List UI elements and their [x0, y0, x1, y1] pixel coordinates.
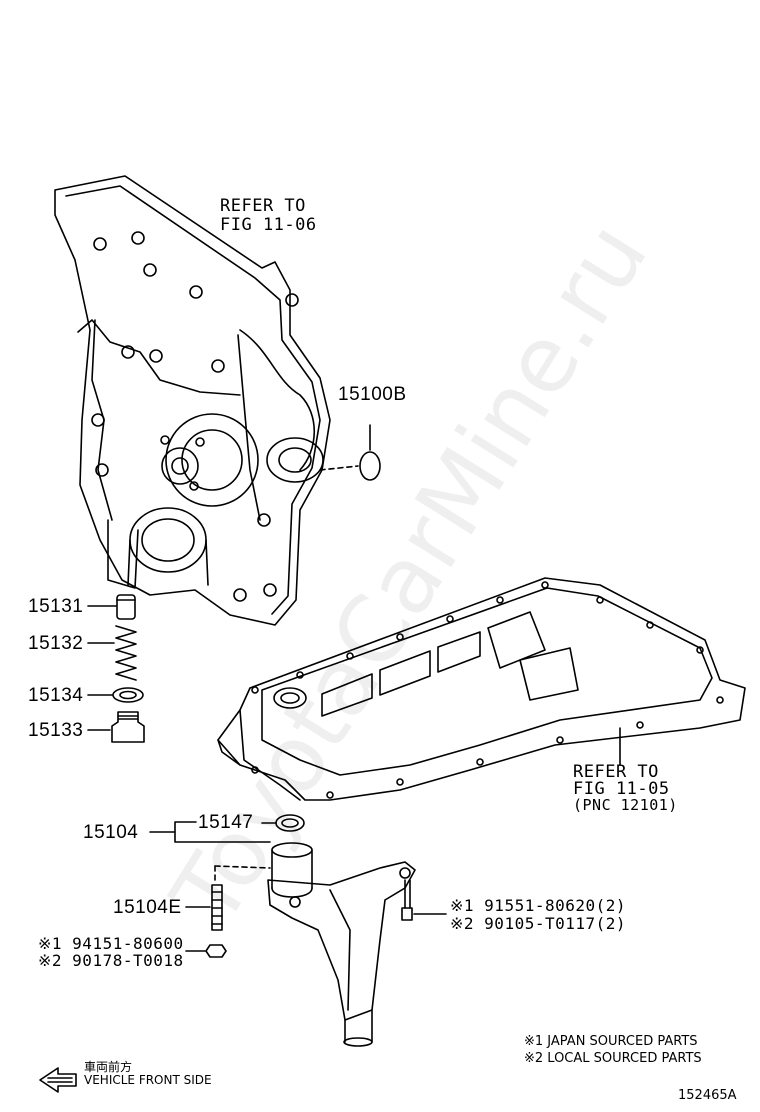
- part-label-15132: 15132: [28, 633, 84, 654]
- vehicle-front-jp: 車両前方: [84, 1060, 133, 1074]
- nut-code-2: ※2 90178-T0018: [38, 951, 184, 970]
- front-arrow: [39, 1067, 77, 1093]
- vehicle-front-en: VEHICLE FRONT SIDE: [84, 1073, 212, 1087]
- oil-strainer-drawing: [149, 814, 447, 1047]
- o-ring-15100B: [359, 451, 381, 481]
- part-label-15104E: 15104E: [113, 897, 182, 918]
- nut-code-1: ※1 94151-80600: [38, 934, 184, 953]
- part-label-15131: 15131: [28, 596, 84, 617]
- refer-right-line1: REFER TO: [573, 762, 659, 782]
- bolt-code-1: ※1 91551-80620(2): [450, 896, 627, 915]
- relief-valve-parts: [87, 594, 145, 743]
- refer-top-line1: REFER TO: [220, 196, 306, 216]
- refer-right-line2: FIG 11-05: [573, 779, 670, 799]
- oil-pan-drawing: [217, 577, 746, 801]
- part-label-15134: 15134: [28, 685, 84, 706]
- bolt-code-2: ※2 90105-T0117(2): [450, 914, 627, 933]
- timing-cover-drawing: [54, 175, 331, 626]
- part-label-15104: 15104: [83, 822, 139, 843]
- diagram-code: 152465A: [678, 1088, 737, 1103]
- part-label-15100B: 15100B: [338, 384, 407, 405]
- refer-right-line3: (PNC 12101): [573, 796, 678, 814]
- note-japan: ※1 JAPAN SOURCED PARTS: [524, 1034, 698, 1049]
- refer-top-line2: FIG 11-06: [220, 215, 317, 235]
- part-label-15133: 15133: [28, 720, 84, 741]
- note-local: ※2 LOCAL SOURCED PARTS: [524, 1051, 702, 1066]
- part-label-15147: 15147: [198, 812, 254, 833]
